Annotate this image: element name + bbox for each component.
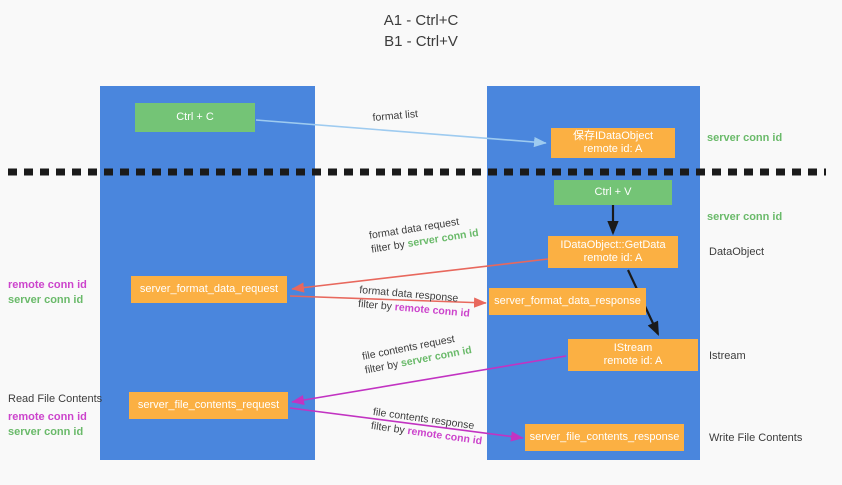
page-title: A1 - Ctrl+C B1 - Ctrl+V — [383, 12, 459, 50]
left-label-read-file-contents: Read File Contents — [8, 393, 103, 405]
node-server-format-data-request-label: server_format_data_request — [139, 283, 279, 295]
node-server-file-contents-response-label: server_file_contents_response — [529, 431, 680, 443]
node-ctrl-c[interactable]: Ctrl + C — [135, 103, 255, 132]
edge-label-file-contents-response: file contents response filter by remote … — [370, 405, 485, 448]
node-server-format-data-request[interactable]: server_format_data_request — [131, 276, 287, 303]
right-label-dataobject: DataObject — [709, 246, 765, 258]
node-save-idataobject-line2: remote id: A — [583, 143, 643, 155]
left-label-conn-pair-lower: remote conn id server conn id — [8, 410, 87, 440]
node-save-idataobject[interactable]: 保存IDataObject remote id: A — [551, 128, 675, 158]
node-server-file-contents-response[interactable]: server_file_contents_response — [525, 424, 684, 451]
node-idataobject-getdata-line1: IDataObject::GetData — [560, 239, 666, 251]
edge-label-format-list: format list — [372, 107, 419, 125]
node-ctrl-v-label: Ctrl + V — [594, 186, 632, 198]
right-label-write-file-contents: Write File Contents — [709, 432, 803, 444]
filter-prefix: filter by — [370, 419, 409, 437]
edge-label-format-data-response: format data response filter by remote co… — [358, 283, 472, 321]
edge-label-file-contents-request: file contents request filter by server c… — [361, 329, 473, 377]
node-istream-line2: remote id: A — [603, 355, 663, 367]
edge-label-format-data-request: format data request filter by server con… — [368, 212, 480, 257]
left-label-conn-pair-upper: remote conn id server conn id — [8, 278, 87, 308]
right-label-istream: Istream — [709, 350, 746, 362]
node-server-file-contents-request-label: server_file_contents_request — [137, 399, 280, 411]
edge-label-format-list-text: format list — [372, 108, 419, 124]
node-server-format-data-response-label: server_format_data_response — [494, 295, 641, 307]
node-idataobject-getdata-line2: remote id: A — [583, 252, 643, 264]
right-label-server-conn-top: server conn id — [707, 132, 783, 144]
node-ctrl-v[interactable]: Ctrl + V — [554, 180, 672, 205]
left-label-remote-conn-id-lower: remote conn id — [8, 411, 87, 423]
filter-prefix: filter by — [357, 297, 396, 314]
right-label-server-conn-mid: server conn id — [707, 211, 783, 223]
node-istream-line1: IStream — [613, 342, 653, 354]
node-server-file-contents-request[interactable]: server_file_contents_request — [129, 392, 288, 419]
node-idataobject-getdata[interactable]: IDataObject::GetData remote id: A — [548, 236, 678, 268]
left-label-server-conn-id-upper: server conn id — [8, 294, 84, 306]
node-server-format-data-response[interactable]: server_format_data_response — [489, 288, 646, 315]
node-save-idataobject-line1: 保存IDataObject — [572, 130, 654, 142]
node-ctrl-c-label: Ctrl + C — [176, 111, 214, 123]
left-label-server-conn-id-lower: server conn id — [8, 426, 84, 438]
node-istream[interactable]: IStream remote id: A — [568, 339, 698, 371]
left-label-remote-conn-id-upper: remote conn id — [8, 279, 87, 291]
